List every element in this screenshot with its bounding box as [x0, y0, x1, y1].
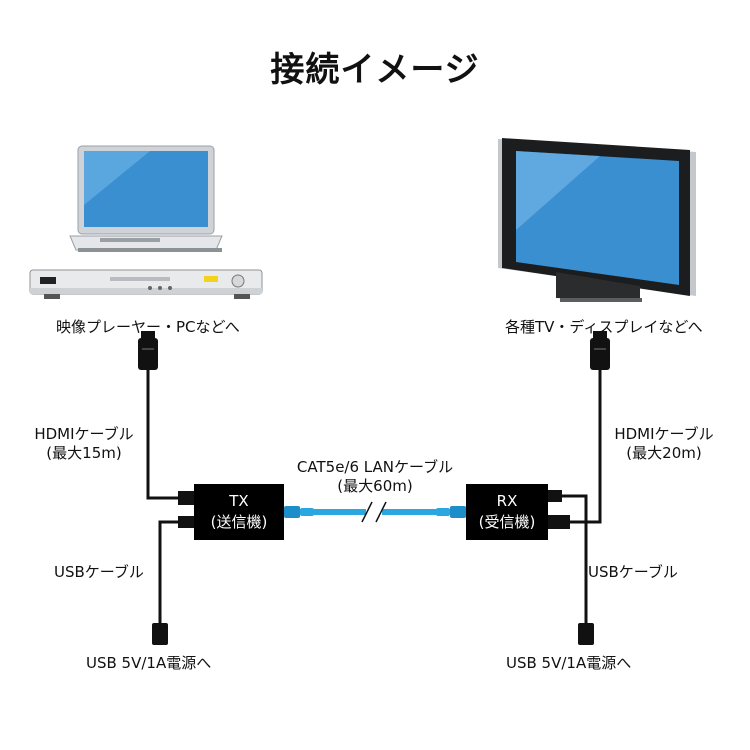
usb-left-cable-label: USBケーブル [54, 563, 144, 581]
break-mark-icon [361, 501, 373, 523]
tx-desc: (送信機) [210, 513, 268, 531]
hdmi-left-length: (最大15m) [46, 444, 122, 462]
hdmi-left-name: HDMIケーブル [34, 425, 134, 443]
display-label: 各種TV・ディスプレイなどへ [505, 318, 703, 336]
hdmi-left-label: HDMIケーブル (最大15m) [26, 425, 142, 463]
hdmi-right-label: HDMIケーブル (最大20m) [606, 425, 722, 463]
hdmi-right-length: (最大20m) [626, 444, 702, 462]
usb-cable-right [548, 490, 594, 645]
page-title: 接続イメージ [270, 50, 480, 90]
tv-icon [498, 138, 696, 302]
source-label: 映像プレーヤー・PCなどへ [56, 318, 240, 336]
lan-label: CAT5e/6 LANケーブル (最大60m) [270, 458, 480, 496]
rx-desc: (受信機) [478, 513, 536, 531]
usb-cable-left [152, 516, 194, 645]
media-player-icon [29, 269, 263, 299]
hdmi-right-name: HDMIケーブル [614, 425, 714, 443]
lan-length: (最大60m) [337, 477, 413, 495]
rx-name: RX [496, 492, 518, 510]
hdmi-cable-left [138, 331, 194, 505]
lan-cable [284, 501, 466, 523]
tx-name: TX [229, 492, 249, 510]
laptop-icon [69, 145, 223, 252]
hdmi-cable-right [548, 331, 610, 529]
usb-left-power-label: USB 5V/1A電源へ [86, 654, 212, 672]
rx-receiver: RX (受信機) [466, 484, 548, 540]
tx-transmitter: TX (送信機) [194, 484, 284, 540]
usb-right-power-label: USB 5V/1A電源へ [506, 654, 632, 672]
lan-name: CAT5e/6 LANケーブル [296, 458, 454, 476]
usb-right-cable-label: USBケーブル [588, 563, 678, 581]
